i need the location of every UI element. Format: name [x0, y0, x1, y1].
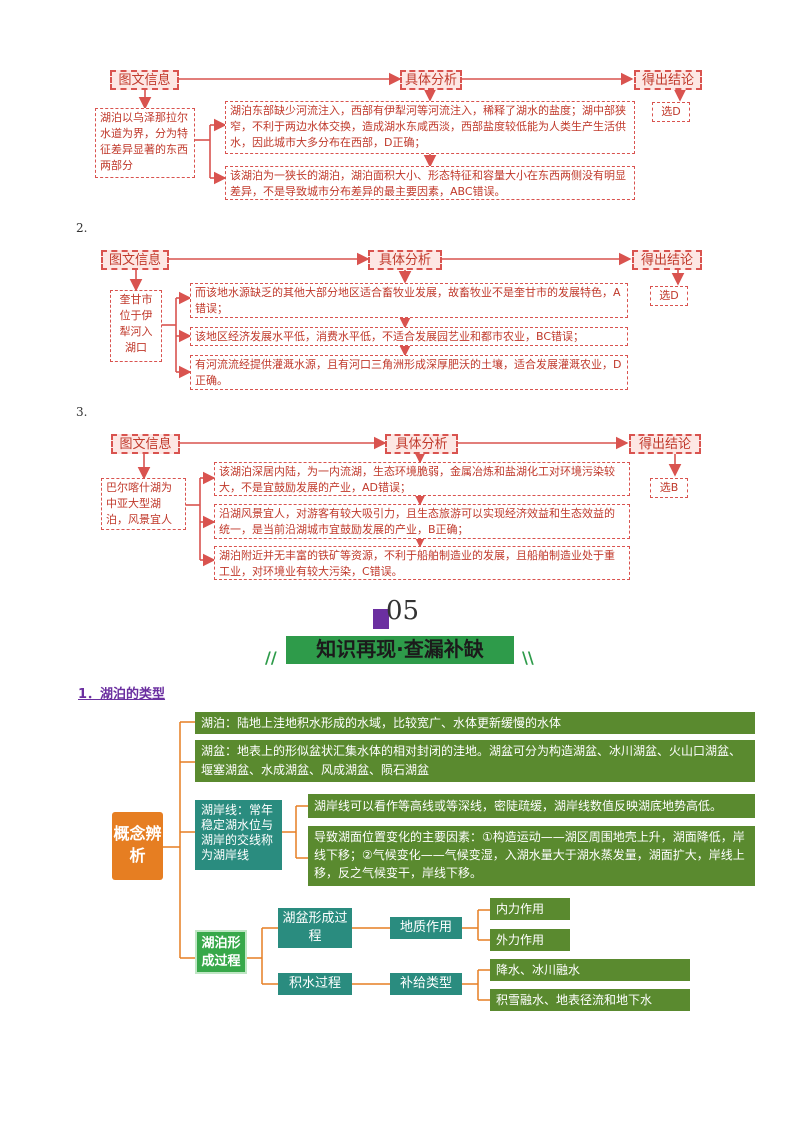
- banner-right-slash: \\: [522, 648, 534, 667]
- block3-header-result: 得出结论: [629, 434, 701, 454]
- banner-left-slash: //: [265, 648, 277, 667]
- section-title: 知识再现·查漏补缺: [286, 636, 514, 664]
- mindmap-root: 概念辨析: [112, 812, 163, 880]
- block2-analysis-2: 该地区经济发展水平低，消费水平低，不适合发展园艺业和都市农业，BC错误；: [190, 327, 628, 346]
- shoreline-definition: 湖岸线：常年稳定湖水位与湖岸的交线称为湖岸线: [195, 800, 282, 870]
- block2-header-analysis: 具体分析: [368, 250, 442, 270]
- block3-analysis-2: 沿湖风景宜人，对游客有较大吸引力，且生态旅游可以实现经济效益和生态效益的统一，是…: [214, 504, 630, 539]
- block3-info-box: 巴尔喀什湖为中亚大型湖泊，风景宜人: [101, 478, 186, 530]
- block2-analysis-1: 而该地水源缺乏的其他大部分地区适合畜牧业发展，故畜牧业不是奎甘市的发展特色，A错…: [190, 283, 628, 318]
- block1-analysis-2: 该湖泊为一狭长的湖泊，湖泊面积大小、形态特征和容量大小在东西两侧没有明显差异，不…: [225, 166, 635, 200]
- block3-analysis-1: 该湖泊深居内陆，为一内流湖，生态环境脆弱，金属冶炼和盐湖化工对环境污染较大，不是…: [214, 462, 630, 496]
- supply-item-1: 降水、冰川融水: [490, 959, 690, 981]
- section-heading: 1．湖泊的类型: [78, 687, 166, 702]
- shoreline-note-b: 导致湖面位置变化的主要因素：①构造运动——湖区周围地壳上升，湖面降低，岸线下移；…: [308, 826, 755, 886]
- block3-number: 3.: [76, 405, 88, 419]
- shoreline-note-a: 湖岸线可以看作等高线或等深线，密陡疏缓，湖岸线数值反映湖底地势高低。: [308, 794, 755, 818]
- internal-force: 内力作用: [490, 898, 570, 920]
- section-number-accent: [373, 609, 389, 629]
- geological-action: 地质作用: [390, 917, 462, 939]
- block3-result-box: 选B: [650, 478, 688, 498]
- block3-header-info: 图文信息: [111, 434, 180, 454]
- block1-header-result: 得出结论: [634, 70, 702, 90]
- block1-analysis-1: 湖泊东部缺少河流注入，西部有伊犁河等河流注入，稀释了湖水的盐度；湖中部狭窄，不利…: [225, 101, 635, 154]
- lake-definition: 湖泊：陆地上洼地积水形成的水域，比较宽广、水体更新缓慢的水体: [195, 712, 755, 734]
- block1-result-box: 选D: [652, 102, 690, 122]
- block2-number: 2.: [76, 221, 88, 235]
- external-force: 外力作用: [490, 929, 570, 951]
- block2-analysis-3: 有河流流经提供灌溉水源，且有河口三角洲形成深厚肥沃的土壤，适合发展灌溉农业，D正…: [190, 355, 628, 390]
- block2-result-box: 选D: [650, 286, 688, 306]
- supply-type: 补给类型: [390, 973, 462, 995]
- block2-header-info: 图文信息: [101, 250, 169, 270]
- block1-info-box: 湖泊以乌泽那拉尔水道为界，分为特征差异显著的东西两部分: [95, 108, 195, 178]
- block3-analysis-3: 湖泊附近并无丰富的铁矿等资源，不利于船舶制造业的发展，且船舶制造业处于重工业，对…: [214, 546, 630, 580]
- block1-header-analysis: 具体分析: [400, 70, 462, 90]
- section-number: 05: [386, 596, 420, 626]
- lake-formation: 湖泊形成过程: [195, 930, 247, 974]
- block1-header-info: 图文信息: [110, 70, 179, 90]
- water-accumulation-process: 积水过程: [278, 973, 352, 995]
- basin-formation-process: 湖盆形成过程: [278, 908, 352, 948]
- block3-header-analysis: 具体分析: [385, 434, 458, 454]
- block2-header-result: 得出结论: [632, 250, 702, 270]
- basin-definition: 湖盆：地表上的形似盆状汇集水体的相对封闭的洼地。湖盆可分为构造湖盆、冰川湖盆、火…: [195, 740, 755, 782]
- block2-info-box: 奎甘市位于伊犁河入湖口: [110, 290, 162, 362]
- supply-item-2: 积雪融水、地表径流和地下水: [490, 989, 690, 1011]
